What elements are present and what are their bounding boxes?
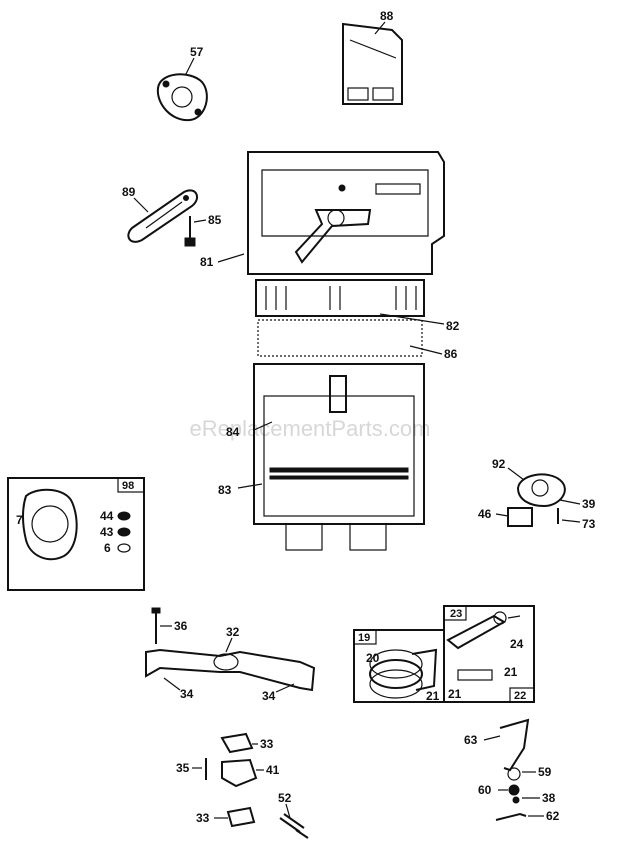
part-33-gasket-lower [226, 806, 256, 828]
label-43: 43 [100, 525, 114, 539]
part-60-seal [508, 784, 520, 796]
part-62-pin [495, 812, 527, 821]
label-34b: 34 [262, 689, 276, 703]
label-33b: 33 [196, 811, 210, 825]
label-57: 57 [190, 45, 204, 59]
label-85: 85 [208, 213, 222, 227]
part-33-gasket-upper [220, 732, 254, 754]
label-81: 81 [200, 255, 214, 269]
part-32-intake-manifold [145, 648, 316, 692]
label-34a: 34 [180, 687, 194, 701]
label-62: 62 [546, 809, 560, 823]
label-6: 6 [104, 541, 111, 555]
part-46-block [507, 507, 533, 527]
label-39: 39 [582, 497, 596, 511]
label-98: 98 [122, 480, 134, 492]
part-38-clip [512, 796, 520, 804]
part-86-pre-cleaner [257, 319, 423, 357]
label-19: 19 [358, 632, 370, 644]
label-86: 86 [444, 347, 458, 361]
part-52-spark-plug [279, 813, 309, 839]
part-81-air-cleaner-housing [247, 151, 445, 275]
part-57-gasket [156, 73, 208, 122]
label-92: 92 [492, 457, 506, 471]
part-59-washer [507, 767, 521, 781]
part-82-filter-element [255, 279, 425, 317]
label-7: 7 [16, 513, 23, 527]
label-73: 73 [582, 517, 596, 531]
watermark-text: eReplacementParts.com [190, 416, 431, 441]
part-41-carburetor-body [221, 758, 258, 788]
label-38: 38 [542, 791, 556, 805]
label-21c: 21 [504, 665, 518, 679]
label-83: 83 [218, 483, 232, 497]
part-83-air-cleaner-cover [253, 363, 425, 551]
label-60: 60 [478, 783, 492, 797]
label-23: 23 [450, 608, 462, 620]
label-22: 22 [514, 690, 526, 702]
box-23-connecting-rod [443, 605, 535, 703]
label-46: 46 [478, 507, 492, 521]
label-21a: 21 [426, 689, 440, 703]
label-88: 88 [380, 9, 394, 23]
label-36: 36 [174, 619, 188, 633]
part-92-starter-assembly [516, 473, 566, 508]
label-44: 44 [100, 509, 114, 523]
label-24: 24 [510, 637, 524, 651]
label-33a: 33 [260, 737, 274, 751]
label-84: 84 [226, 425, 240, 439]
part-85-bolt [184, 216, 196, 247]
part-89-bracket [127, 189, 199, 243]
box-98-gasket-kit [7, 477, 145, 591]
label-59: 59 [538, 765, 552, 779]
label-21b: 21 [448, 687, 462, 701]
label-63: 63 [464, 733, 478, 747]
label-32: 32 [226, 625, 240, 639]
part-36-bolt [151, 607, 161, 644]
label-82: 82 [446, 319, 460, 333]
part-63-governor-arm [499, 718, 530, 772]
label-20: 20 [366, 651, 380, 665]
label-89: 89 [122, 185, 136, 199]
label-41: 41 [266, 763, 280, 777]
label-52: 52 [278, 791, 292, 805]
label-35: 35 [176, 761, 190, 775]
part-88-filter-cover [342, 22, 403, 105]
